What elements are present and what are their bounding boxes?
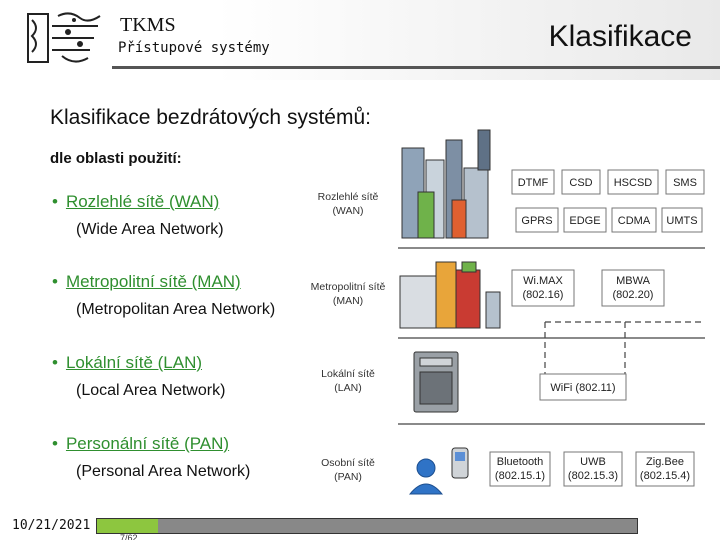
tech-box-wifi xyxy=(539,373,627,401)
bullet-item-man: • Metropolitní sítě (MAN) xyxy=(52,272,241,292)
tech-label-uwb-1: UWB xyxy=(580,456,606,468)
bullet-dot-icon: • xyxy=(52,434,58,453)
tech-box-zigbee xyxy=(635,451,695,487)
tech-label-wimax-1: Wi.MAX xyxy=(523,275,563,287)
slide-title: Klasifikace xyxy=(548,20,692,53)
tech-label-gprs: GPRS xyxy=(521,215,552,227)
dashed-bracket xyxy=(544,321,705,378)
tech-label-mbwa-2: (802.20) xyxy=(613,289,654,301)
slide-progress-fill xyxy=(97,519,159,533)
tech-box-csd xyxy=(561,169,601,195)
server-icon xyxy=(413,351,459,413)
bullet-dot-icon: • xyxy=(52,272,58,291)
tech-label-zigbee-1: Zig.Bee xyxy=(646,456,684,468)
tech-label-csd: CSD xyxy=(569,177,592,189)
tech-box-wimax xyxy=(511,269,575,307)
bullet-label: Rozlehlé sítě (WAN) xyxy=(65,192,220,211)
building-icon xyxy=(399,261,501,329)
diagram-label-man-2: (MAN) xyxy=(333,295,363,307)
tech-box-edge xyxy=(563,207,607,233)
footer-date: 10/21/2021 xyxy=(12,518,91,533)
bullet-label: Lokální sítě (LAN) xyxy=(65,353,203,372)
tech-box-umts xyxy=(661,207,703,233)
tech-label-wifi: WiFi (802.11) xyxy=(550,382,615,394)
tech-label-bluetooth-2: (802.15.1) xyxy=(495,470,545,482)
diagram-label-lan-1: Lokální sítě xyxy=(321,368,375,380)
diagram-label-man-1: Metropolitní sítě xyxy=(311,281,386,293)
tech-box-mbwa xyxy=(601,269,665,307)
tech-box-gprs xyxy=(515,207,559,233)
tech-box-cdma xyxy=(611,207,657,233)
bullet-desc-wan: (Wide Area Network) xyxy=(76,221,224,238)
tech-box-hscsd xyxy=(607,169,659,195)
tech-box-dtmf xyxy=(511,169,555,195)
bullet-label: Personální sítě (PAN) xyxy=(65,434,230,453)
diagram-label-pan-1: Osobní sítě xyxy=(321,457,375,469)
diagram-label-pan-2: (PAN) xyxy=(334,471,362,483)
tech-box-sms xyxy=(665,169,705,195)
bullet-item-lan: • Lokální sítě (LAN) xyxy=(52,353,202,373)
tech-label-bluetooth-1: Bluetooth xyxy=(497,456,543,468)
tech-label-cdma: CDMA xyxy=(618,215,651,227)
tech-label-dtmf: DTMF xyxy=(518,177,549,189)
page-number: 7/62 xyxy=(120,533,138,540)
network-classification-diagram: Rozlehlé sítě (WAN) Metropolitní sítě (M… xyxy=(311,129,705,495)
tech-box-bluetooth xyxy=(489,451,551,487)
bullet-item-wan: • Rozlehlé sítě (WAN) xyxy=(52,192,219,212)
bullet-desc-pan: (Personal Area Network) xyxy=(76,463,251,480)
tech-label-uwb-2: (802.15.3) xyxy=(568,470,618,482)
tech-label-wimax-2: (802.16) xyxy=(523,289,564,301)
person-icon xyxy=(408,458,444,495)
tech-label-umts: UMTS xyxy=(666,215,697,227)
city-icon xyxy=(401,129,491,239)
tech-label-edge: EDGE xyxy=(569,215,600,227)
bullet-label: Metropolitní sítě (MAN) xyxy=(65,272,241,291)
bullet-desc-man: (Metropolitan Area Network) xyxy=(76,301,276,318)
bullet-dot-icon: • xyxy=(52,192,58,211)
org-name: TKMS xyxy=(120,14,176,36)
phone-icon xyxy=(451,447,469,479)
tech-label-zigbee-2: (802.15.4) xyxy=(640,470,690,482)
content-heading: Klasifikace bezdrátových systémů: xyxy=(50,106,371,129)
slide-header: TKMS Přístupové systémy Klasifikace xyxy=(0,0,720,80)
diagram-label-wan-2: (WAN) xyxy=(332,205,363,217)
bullet-item-pan: • Personální sítě (PAN) xyxy=(52,434,229,454)
tech-label-hscsd: HSCSD xyxy=(614,177,653,189)
tech-label-mbwa-1: MBWA xyxy=(616,275,650,287)
department-name: Přístupové systémy xyxy=(118,40,270,56)
diagram-label-wan-1: Rozlehlé sítě xyxy=(318,191,379,203)
university-logo-icon xyxy=(27,12,101,63)
tech-label-sms: SMS xyxy=(673,177,697,189)
header-divider xyxy=(112,66,720,69)
diagram-label-lan-2: (LAN) xyxy=(334,382,361,394)
bullet-desc-lan: (Local Area Network) xyxy=(76,382,226,399)
content-subheading: dle oblasti použití: xyxy=(50,150,182,167)
tech-box-uwb xyxy=(563,451,623,487)
slide-progress-bar xyxy=(96,518,638,534)
bullet-dot-icon: • xyxy=(52,353,58,372)
